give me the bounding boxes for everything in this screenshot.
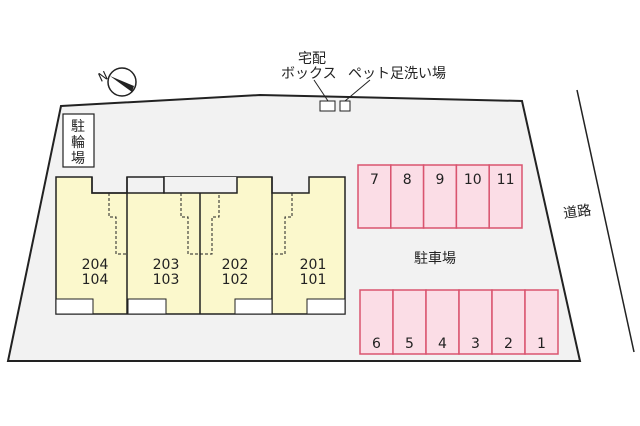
parking-space-8: 8: [390, 164, 425, 229]
svg-text:輪: 輪: [71, 134, 85, 151]
svg-text:103: 103: [153, 272, 180, 288]
delivery-box-label: 宅配: [298, 51, 326, 67]
delivery-box-label-2: ボックス: [281, 66, 337, 82]
parking-space-number: 11: [497, 172, 515, 188]
north-arrow-icon: N: [96, 67, 137, 97]
parking-space-3: 3: [458, 289, 493, 355]
parking-label: 駐車場: [414, 250, 456, 267]
svg-text:104: 104: [82, 272, 109, 288]
parking-space-number: 1: [537, 336, 546, 352]
parking-space-number: 6: [372, 336, 381, 352]
unit-203-103: 203 103: [153, 257, 180, 288]
pet-foot-wash-label: ペット足洗い場: [348, 66, 446, 82]
svg-text:101: 101: [300, 272, 327, 288]
pet-foot-wash: [339, 100, 351, 112]
parking-space-10: 10: [455, 164, 490, 229]
parking-space-11: 11: [488, 164, 523, 229]
parking-space-number: 3: [471, 336, 480, 352]
unit-201-101: 201 101: [300, 257, 327, 288]
svg-text:204: 204: [82, 257, 109, 273]
parking-space-2: 2: [491, 289, 526, 355]
parking-space-5: 5: [392, 289, 427, 355]
parking-space-7: 7: [357, 164, 392, 229]
delivery-box: [319, 100, 336, 112]
svg-text:駐: 駐: [71, 119, 85, 135]
parking-row-top: 7 8 9 10 11: [357, 164, 523, 229]
svg-text:203: 203: [153, 257, 180, 273]
parking-space-number: 2: [504, 336, 513, 352]
parking-space-number: 8: [403, 172, 412, 188]
svg-text:202: 202: [222, 257, 249, 273]
svg-text:場: 場: [71, 151, 85, 167]
road-label: 道路: [562, 203, 592, 223]
building: [55, 176, 346, 315]
parking-space-4: 4: [425, 289, 460, 355]
unit-204-104: 204 104: [82, 257, 109, 288]
parking-space-6: 6: [359, 289, 394, 355]
svg-text:102: 102: [222, 272, 249, 288]
unit-202-102: 202 102: [222, 257, 249, 288]
parking-space-9: 9: [422, 164, 458, 229]
parking-row-bottom: 6 5 4 3 2 1: [359, 289, 559, 355]
parking-space-number: 9: [436, 172, 445, 188]
parking-space-number: 10: [464, 172, 482, 188]
parking-space-number: 4: [438, 336, 447, 352]
bicycle-parking: 駐 輪 場: [62, 113, 95, 168]
parking-space-1: 1: [524, 289, 559, 355]
road-edge: [576, 89, 635, 353]
svg-text:201: 201: [300, 257, 327, 273]
parking-space-number: 5: [405, 336, 414, 352]
parking-space-number: 7: [370, 172, 379, 188]
